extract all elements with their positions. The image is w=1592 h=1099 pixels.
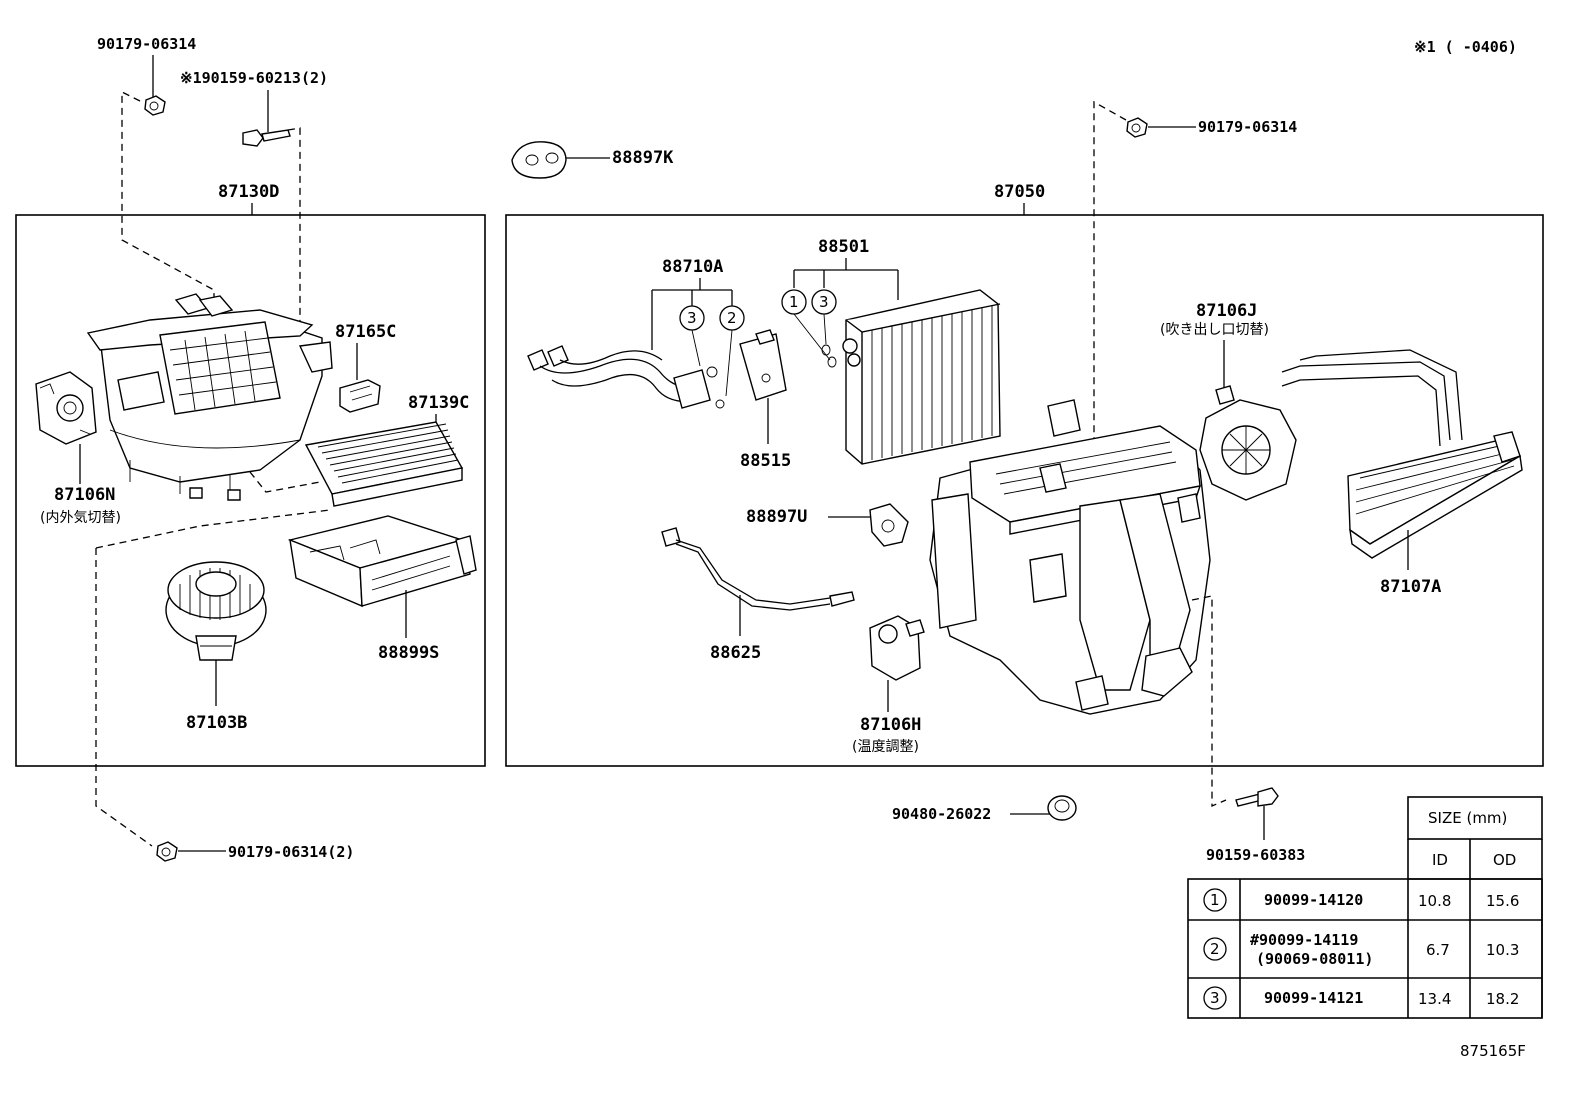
label-87107A[interactable]: 87107A: [1380, 577, 1441, 597]
servo-motor-87106J-icon: [1199, 385, 1297, 501]
label-87106N[interactable]: 87106N: [54, 485, 115, 505]
servo-motor-87106N-icon: [35, 371, 97, 445]
grommet-90480-icon: [1047, 795, 1077, 821]
label-88501[interactable]: 88501: [818, 237, 869, 257]
servo-motor-87106H-icon: [869, 615, 925, 681]
table-row-3-part: 90099-14121: [1264, 989, 1363, 1007]
label-87130D[interactable]: 87130D: [218, 182, 279, 202]
callout-3-icon: 3: [679, 305, 705, 331]
label-87103B[interactable]: 87103B: [186, 713, 247, 733]
table-header-size: SIZE (mm): [1428, 809, 1507, 827]
callout-3b-icon: 3: [811, 289, 837, 315]
blower-case-housing: [86, 293, 333, 501]
left-assembly-frame: [15, 214, 486, 767]
label-88897K[interactable]: 88897K: [612, 148, 674, 168]
table-header-od: OD: [1493, 851, 1516, 869]
table-row-2-part-alt: (90069-08011): [1256, 950, 1373, 968]
svg-text:3: 3: [687, 309, 697, 327]
callout-1-icon: 1: [781, 289, 807, 315]
screw-90159-60383-icon: [1235, 787, 1279, 807]
expansion-valve-88515-icon: [739, 329, 787, 401]
table-row-1-od: 15.6: [1486, 892, 1519, 910]
table-row-2-id: 6.7: [1426, 941, 1450, 959]
label-87106J-desc: (吹き出し口切替): [1160, 322, 1269, 338]
label-90179-06314-bottom[interactable]: 90179-06314(2): [228, 843, 354, 861]
label-87050[interactable]: 87050: [994, 182, 1045, 202]
table-row-3-id: 13.4: [1418, 990, 1451, 1008]
label-90179-06314-top[interactable]: 90179-06314: [97, 35, 196, 53]
evaporator-88501-icon: [842, 289, 1001, 465]
table-header-id: ID: [1432, 851, 1448, 869]
label-90159-60213[interactable]: ※190159-60213(2): [180, 69, 328, 87]
label-88897U[interactable]: 88897U: [746, 507, 807, 527]
figure-id: 875165F: [1460, 1042, 1526, 1060]
clip-nut-bottom-icon: [156, 841, 178, 862]
label-87139C[interactable]: 87139C: [408, 393, 469, 413]
table-row-2-mark: 2: [1210, 940, 1220, 958]
clip-nut-icon: [144, 95, 166, 116]
table-row-3-od: 18.2: [1486, 990, 1519, 1008]
label-87106J[interactable]: 87106J: [1196, 301, 1257, 321]
label-90480-26022[interactable]: 90480-26022: [892, 805, 991, 823]
callout-2-icon: 2: [719, 305, 745, 331]
table-row-2-od: 10.3: [1486, 941, 1519, 959]
label-87165C[interactable]: 87165C: [335, 322, 396, 342]
label-88710A[interactable]: 88710A: [662, 257, 723, 277]
grommet-88897K-icon: [511, 141, 567, 179]
label-88899S[interactable]: 88899S: [378, 643, 439, 663]
table-row-1-mark: 1: [1210, 891, 1220, 909]
heater-unit-case-icon: [929, 399, 1211, 715]
revision-note: ※1 ( -0406): [1414, 38, 1517, 56]
svg-text:1: 1: [789, 293, 799, 311]
blower-motor-87103B-icon: [165, 561, 267, 661]
filter-cover-88899S-icon: [287, 515, 477, 608]
table-row-3-mark: 3: [1210, 989, 1220, 1007]
label-87106H-desc: (温度調整): [852, 739, 919, 755]
svg-text:3: 3: [819, 293, 829, 311]
table-row-1-id: 10.8: [1418, 892, 1451, 910]
label-87106N-desc: (内外気切替): [40, 510, 121, 526]
label-87106H[interactable]: 87106H: [860, 715, 921, 735]
table-row-1-part: 90099-14120: [1264, 891, 1363, 909]
label-88515[interactable]: 88515: [740, 451, 791, 471]
svg-text:2: 2: [727, 309, 737, 327]
label-90159-60383[interactable]: 90159-60383: [1206, 846, 1305, 864]
sensor-88897U-icon: [869, 503, 909, 547]
screw-icon: [242, 129, 291, 147]
table-row-2-part: #90099-14119: [1250, 931, 1358, 949]
clip-nut-right-icon: [1126, 117, 1148, 138]
heater-core-87107A-icon: [1281, 349, 1523, 559]
thermistor-88625-icon: [661, 527, 855, 611]
size-table: SIZE (mm) ID OD 1 90099-14120 10.8 15.6 …: [1187, 796, 1543, 1019]
label-90179-06314-right[interactable]: 90179-06314: [1198, 118, 1297, 136]
resistor-icon: [339, 379, 381, 413]
refrigerant-pipes-icon: [527, 345, 725, 409]
air-filter-icon: [304, 421, 464, 507]
label-88625[interactable]: 88625: [710, 643, 761, 663]
